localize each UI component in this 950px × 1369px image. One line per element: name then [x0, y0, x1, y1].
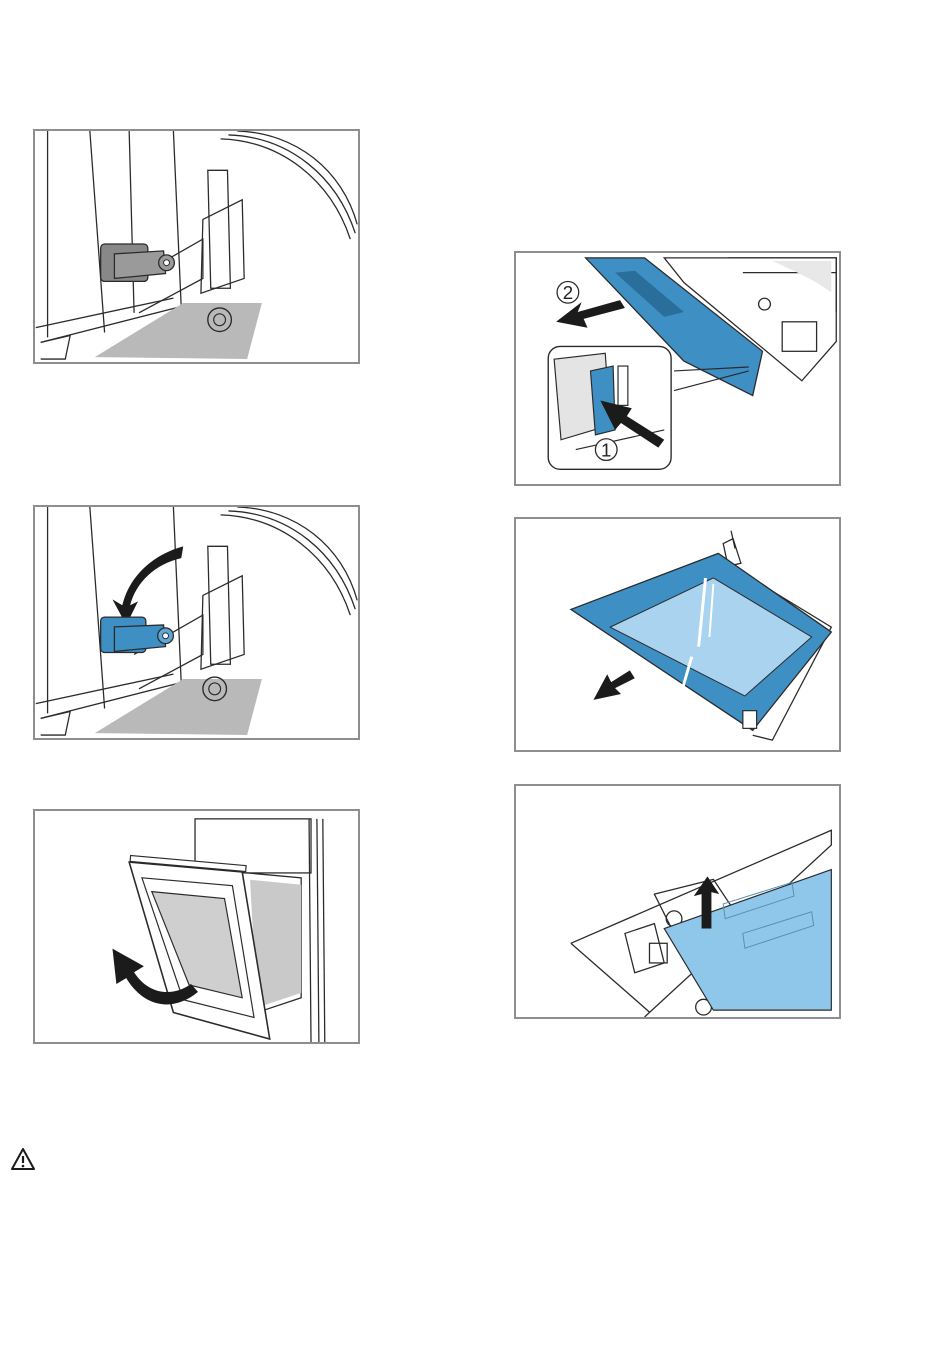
figure-hinge-lever-open: [33, 505, 360, 740]
glass-pane-icon: [664, 870, 831, 1011]
pull-arrow-icon: [556, 300, 625, 328]
callout-number-one: 1: [601, 439, 611, 460]
callout-detail-inset: 1: [548, 346, 671, 469]
pane-lift-out-illustration: [516, 786, 839, 1017]
hinge-lever-closed-illustration: [35, 131, 358, 362]
hinge-lever-icon: [101, 617, 174, 652]
figure-hinge-lever-closed: [33, 129, 360, 364]
figure-door-cover-removal: 2 1: [514, 251, 841, 486]
oven-door-icon: [129, 856, 270, 1040]
slide-arrow-icon: [593, 670, 634, 699]
figure-pane-lift-out: [514, 784, 841, 1019]
hinge-lever-open-illustration: [35, 507, 358, 738]
door-cover-removal-illustration: 2 1: [516, 253, 839, 484]
figure-inner-pane-removal: [514, 517, 841, 752]
glass-pane-icon: [571, 553, 831, 730]
warning-triangle-icon: [10, 1147, 36, 1171]
figure-door-lift-off: [33, 809, 360, 1044]
inner-pane-removal-illustration: [516, 519, 839, 750]
rotate-arrow-icon: [112, 546, 183, 625]
callout-number-two: 2: [563, 282, 573, 303]
hinge-lever-icon: [101, 244, 175, 281]
door-lift-off-illustration: [35, 811, 358, 1042]
